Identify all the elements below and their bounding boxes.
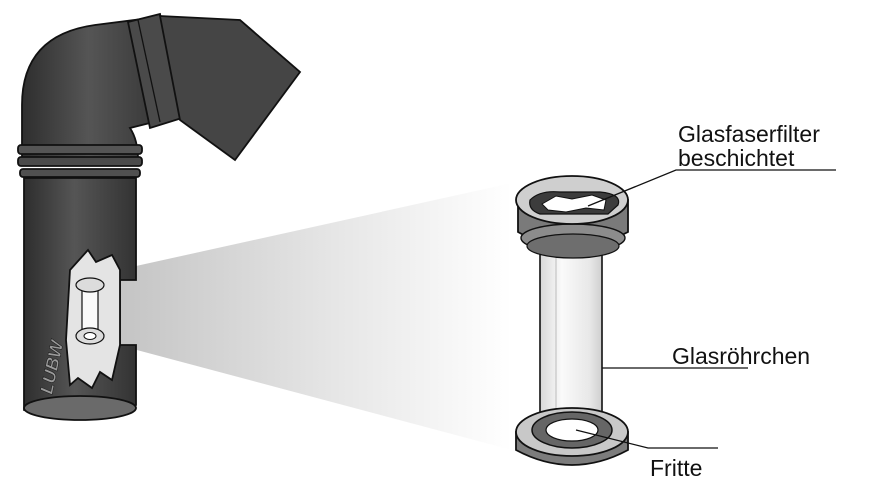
glass-tube [539,247,603,431]
sampling-pipe: LUBW [17,12,302,421]
label-frit: Fritte [650,455,702,481]
label-filter-line2: beschichtet [678,145,795,171]
label-filter-line1: Glasfaserfilter [678,121,820,147]
pipe-outlet [158,15,302,162]
coupling-ring-3 [19,168,141,178]
pipe-bottom-rim [23,395,137,421]
mini-sampler-tube [81,287,99,333]
frit [545,418,599,442]
coupling-ring-1 [17,144,143,155]
leader-filter [587,169,836,207]
projection-beam [118,183,512,450]
glass-fibre-filter [541,194,607,213]
label-tube: Glasröhrchen [672,343,810,369]
coupling-ring-2 [17,156,143,167]
leader-frit [575,429,718,449]
glass-tube-sampler [515,175,629,466]
mini-sampler-top [75,277,105,293]
